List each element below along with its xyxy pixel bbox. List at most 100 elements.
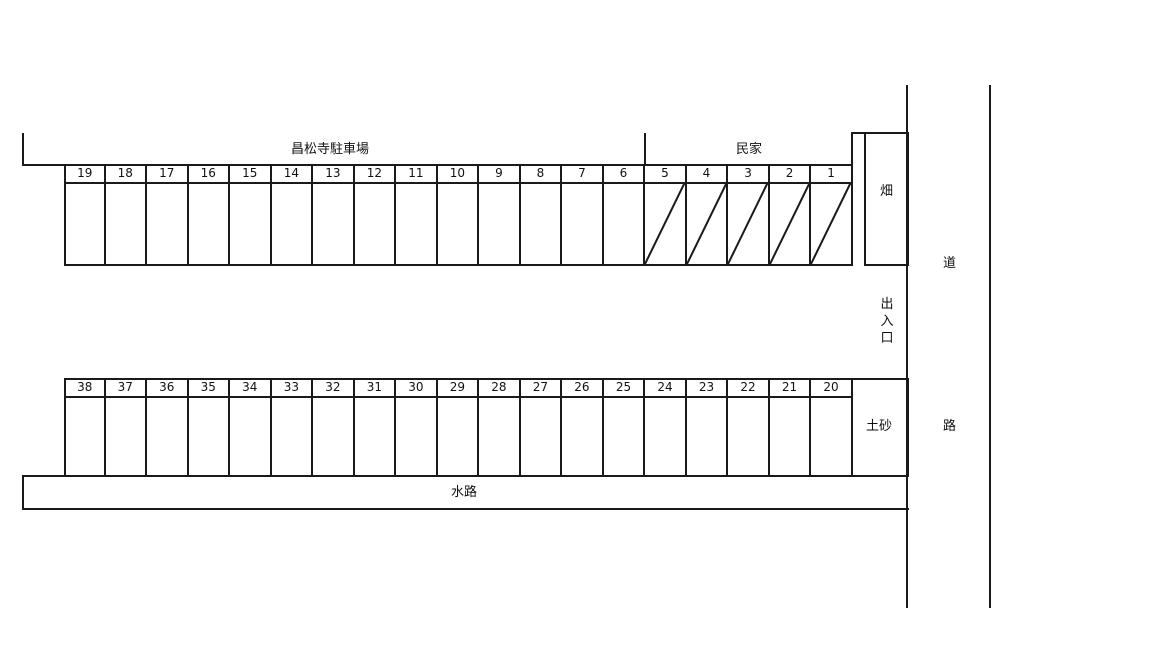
parking-space-35: 35: [188, 380, 231, 475]
parking-space-number: 22: [728, 380, 768, 398]
parking-space-number: 17: [147, 166, 187, 184]
parking-space-number: 24: [645, 380, 685, 398]
parking-space-2: 2: [769, 166, 812, 264]
parking-space-33: 33: [271, 380, 314, 475]
parking-space-8: 8: [520, 166, 563, 264]
parking-space-number: 38: [66, 380, 104, 398]
parking-space-15: 15: [230, 166, 272, 264]
parking-space-24: 24: [645, 380, 687, 475]
parking-space-32: 32: [313, 380, 355, 475]
reserved-hatch-icon: [769, 183, 811, 264]
waterway-label: 水路: [451, 485, 478, 500]
parking-space-number: 26: [562, 380, 602, 398]
parking-space-38: 38: [64, 380, 106, 475]
parking-space-37: 37: [105, 380, 148, 475]
soil-label: 土砂: [866, 419, 893, 434]
parking-lot-left-edge: [22, 133, 24, 166]
parking-lot-label: 昌松寺駐車場: [291, 142, 370, 157]
parking-space-number: 8: [520, 166, 561, 184]
parking-space-14: 14: [271, 166, 314, 264]
parking-space-number: 32: [313, 380, 353, 398]
parking-space-21: 21: [769, 380, 812, 475]
parking-space-12: 12: [354, 166, 397, 264]
parking-space-6: 6: [603, 166, 646, 264]
parking-space-number: 13: [313, 166, 353, 184]
parking-space-number: 16: [188, 166, 229, 184]
parking-space-9: 9: [479, 166, 521, 264]
field-label: 畑: [880, 184, 894, 199]
parking-space-number: 7: [562, 166, 602, 184]
parking-space-25: 25: [603, 380, 646, 475]
parking-space-number: 30: [396, 380, 436, 398]
reserved-hatch-icon: [728, 183, 769, 264]
parking-space-4: 4: [686, 166, 729, 264]
entrance-char: 入: [880, 314, 894, 329]
parking-space-23: 23: [686, 380, 729, 475]
parking-space-29: 29: [437, 380, 480, 475]
parking-space-number: 6: [603, 166, 644, 184]
parking-lot-top-line: [22, 164, 853, 166]
road-right-edge: [989, 85, 991, 608]
parking-space-number: 33: [271, 380, 312, 398]
parking-space-number: 2: [769, 166, 810, 184]
parking-space-number: 18: [105, 166, 146, 184]
road-left-edge: [906, 85, 908, 608]
parking-space-13: 13: [313, 166, 355, 264]
parking-space-number: 29: [437, 380, 478, 398]
parking-space-number: 3: [728, 166, 768, 184]
house-boundary-line: [644, 133, 646, 166]
parking-space-number: 23: [686, 380, 727, 398]
parking-space-number: 19: [66, 166, 104, 184]
parking-space-26: 26: [562, 380, 604, 475]
parking-space-number: 34: [230, 380, 270, 398]
parking-space-number: 15: [230, 166, 270, 184]
parking-space-36: 36: [147, 380, 189, 475]
parking-space-3: 3: [728, 166, 770, 264]
reserved-hatch-icon: [811, 183, 852, 264]
parking-space-number: 37: [105, 380, 146, 398]
field-plot: [864, 132, 909, 266]
entrance-char: 出: [880, 297, 894, 312]
parking-space-number: 35: [188, 380, 229, 398]
parking-space-number: 12: [354, 166, 395, 184]
parking-space-number: 20: [811, 380, 851, 398]
parking-space-10: 10: [437, 166, 480, 264]
waterway: [22, 475, 909, 510]
parking-space-number: 25: [603, 380, 644, 398]
parking-space-27: 27: [520, 380, 563, 475]
parking-space-28: 28: [479, 380, 521, 475]
parking-space-1: 1: [811, 166, 853, 264]
road-label-top: 道: [943, 256, 957, 271]
parking-space-20: 20: [811, 380, 853, 475]
parking-space-5: 5: [645, 166, 687, 264]
house-label: 民家: [736, 142, 763, 157]
parking-space-17: 17: [147, 166, 189, 264]
parking-space-number: 21: [769, 380, 810, 398]
parking-space-number: 28: [479, 380, 519, 398]
reserved-hatch-icon: [686, 183, 728, 264]
parking-space-18: 18: [105, 166, 148, 264]
parking-space-19: 19: [64, 166, 106, 264]
parking-space-number: 27: [520, 380, 561, 398]
reserved-hatch-icon: [645, 183, 686, 264]
parking-space-31: 31: [354, 380, 397, 475]
parking-space-7: 7: [562, 166, 604, 264]
parking-space-number: 5: [645, 166, 685, 184]
parking-space-number: 36: [147, 380, 187, 398]
parking-space-number: 1: [811, 166, 851, 184]
parking-space-number: 31: [354, 380, 395, 398]
parking-space-34: 34: [230, 380, 272, 475]
road-label-bottom: 路: [943, 419, 957, 434]
parking-space-22: 22: [728, 380, 770, 475]
parking-space-30: 30: [396, 380, 438, 475]
parking-space-number: 4: [686, 166, 727, 184]
parking-space-number: 14: [271, 166, 312, 184]
parking-space-16: 16: [188, 166, 231, 264]
entrance-char: 口: [880, 331, 894, 346]
parking-space-number: 11: [396, 166, 436, 184]
parking-space-11: 11: [396, 166, 438, 264]
parking-space-number: 10: [437, 166, 478, 184]
parking-space-number: 9: [479, 166, 519, 184]
